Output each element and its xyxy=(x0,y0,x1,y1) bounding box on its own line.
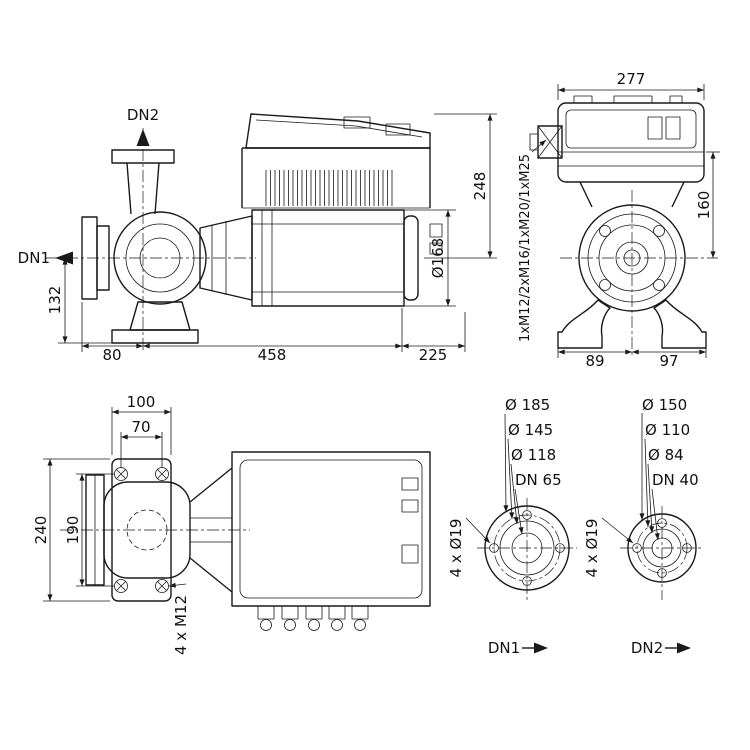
cable-glands xyxy=(257,605,369,631)
dim-label-97: 97 xyxy=(659,352,678,370)
port-label-dn1: DN1 xyxy=(18,249,50,267)
dim-label-190: 190 xyxy=(64,516,82,545)
front-left-foot xyxy=(557,299,611,349)
dim-label-160: 160 xyxy=(695,191,713,220)
dim-label-458: 458 xyxy=(258,346,287,364)
dim-label-89: 89 xyxy=(585,352,604,370)
dim-label-dn2-face: Ø 84 xyxy=(648,446,684,464)
port-label-dn2: DN2 xyxy=(127,106,159,124)
side-electronics-module-outline xyxy=(241,113,443,255)
heatsink-fins xyxy=(265,170,393,206)
dn1-flange-circles xyxy=(484,505,570,591)
flange-label-dn1: DN1 xyxy=(488,639,520,657)
side-motor-outline xyxy=(251,209,419,307)
view-plan: 100 70 240 190 4 x M12 xyxy=(32,393,431,655)
view-side-elevation: DN2 DN1 80 458 225 132 Ø168 248 xyxy=(18,106,497,364)
plan-foot-plate xyxy=(111,458,172,602)
plan-module-outline xyxy=(231,451,431,631)
dim-label-132: 132 xyxy=(46,286,64,315)
dim-label-dn2-bolt-circle: Ø 110 xyxy=(645,421,690,439)
dn1-dimensions: Ø 185 Ø 145 Ø 118 DN 65 4 x Ø19 DN1 xyxy=(447,396,562,657)
front-right-foot xyxy=(653,299,707,349)
front-motor-outline xyxy=(557,181,707,349)
dn2-flange-circles xyxy=(627,513,697,583)
dim-label-motor-dia: Ø168 xyxy=(429,238,447,278)
flange-label-dn2: DN2 xyxy=(631,639,663,657)
front-module-outline xyxy=(529,95,705,183)
dim-label-dn2-nominal: DN 40 xyxy=(652,471,699,489)
side-dimensions: DN2 DN1 80 458 225 132 Ø168 248 xyxy=(18,106,497,364)
dim-label-dn1-holes: 4 x Ø19 xyxy=(447,519,465,578)
dim-label-foot-bolts: 4 x M12 xyxy=(172,595,190,655)
cable-gland-label: 1xM12/2xM16/1xM20/1xM25 xyxy=(518,154,533,342)
dn1-flow-arrow xyxy=(55,251,73,265)
dim-label-dn1-nominal: DN 65 xyxy=(515,471,562,489)
view-flange-dn2: Ø 150 Ø 110 Ø 84 DN 40 4 x Ø19 DN2 xyxy=(583,396,704,657)
dim-label-100: 100 xyxy=(127,393,156,411)
dim-label-277: 277 xyxy=(617,70,646,88)
dim-label-240: 240 xyxy=(32,516,50,545)
dn1-direction-arrow xyxy=(534,642,548,654)
dim-label-248: 248 xyxy=(471,172,489,201)
side-centerlines xyxy=(45,128,256,352)
dim-label-dn1-outer: Ø 185 xyxy=(505,396,550,414)
dim-label-dn1-face: Ø 118 xyxy=(511,446,556,464)
plan-dimensions: 100 70 240 190 4 x M12 xyxy=(32,393,190,655)
dim-label-dn2-holes: 4 x Ø19 xyxy=(583,519,601,578)
side-pump-outline xyxy=(81,149,253,344)
view-flange-dn1: Ø 185 Ø 145 Ø 118 DN 65 4 x Ø19 DN1 xyxy=(447,396,577,657)
dn2-flow-arrow xyxy=(136,129,150,146)
front-dimensions: 277 160 89 97 1xM12/2xM16/1xM20/1xM25 xyxy=(518,70,720,370)
dim-label-80: 80 xyxy=(102,346,121,364)
dn2-dimensions: Ø 150 Ø 110 Ø 84 DN 40 4 x Ø19 DN2 xyxy=(583,396,699,657)
cable-connector xyxy=(529,125,563,159)
dim-label-225: 225 xyxy=(419,346,448,364)
view-front: 277 160 89 97 1xM12/2xM16/1xM20/1xM25 xyxy=(518,70,720,370)
dim-label-70: 70 xyxy=(131,418,150,436)
plan-pump-outline xyxy=(85,467,233,593)
dim-label-dn2-outer: Ø 150 xyxy=(642,396,687,414)
dim-label-dn1-bolt-circle: Ø 145 xyxy=(508,421,553,439)
dn2-direction-arrow xyxy=(677,642,691,654)
